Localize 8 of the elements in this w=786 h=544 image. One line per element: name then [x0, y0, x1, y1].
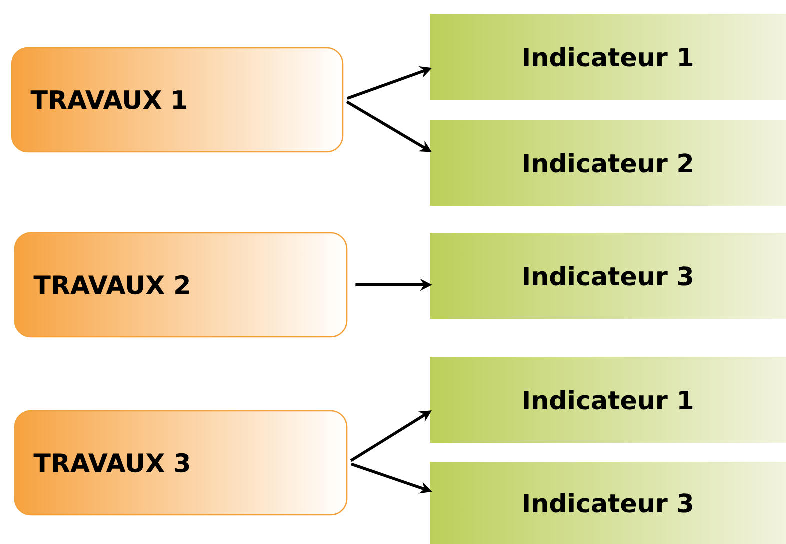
indicator-box: Indicateur 2	[430, 120, 786, 206]
work-box: TRAVAUX 1	[11, 47, 344, 153]
indicator-box: Indicateur 1	[430, 357, 786, 443]
work-box: TRAVAUX 2	[14, 232, 348, 338]
indicator-box: Indicateur 3	[430, 233, 786, 319]
indicator-box: Indicateur 3	[430, 462, 786, 544]
work-box: TRAVAUX 3	[14, 410, 348, 516]
indicator-box: Indicateur 1	[430, 14, 786, 100]
